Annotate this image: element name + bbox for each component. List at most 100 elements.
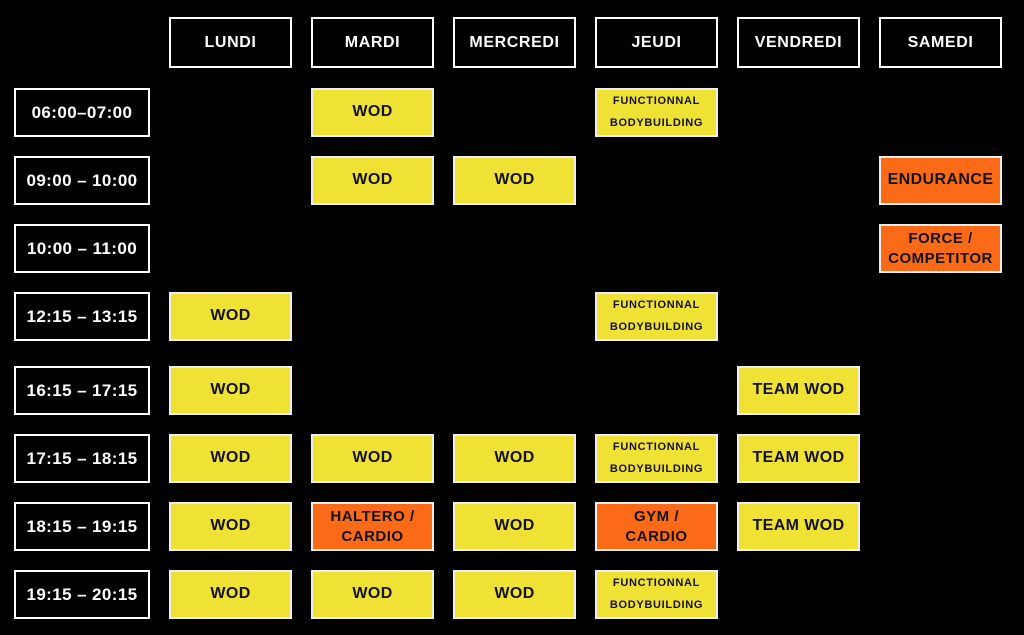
day-cell: FORCE /COMPETITOR (879, 224, 1002, 273)
class-cell-line: WOD (494, 449, 535, 467)
class-cell-line: WOD (210, 585, 251, 603)
day-cell: FUNCTIONNAL BODYBUILDING (595, 570, 718, 619)
class-cell-line: CARDIO (341, 527, 404, 545)
day-header-lundi: LUNDI (169, 17, 292, 68)
time-slot-label: 12:15 – 13:15 (14, 292, 150, 341)
class-cell-haltero-cardio: HALTERO /CARDIO (311, 502, 434, 551)
day-cell: WOD (311, 570, 434, 619)
schedule-row: 17:15 – 18:15 WOD WOD WOD FUNCTIONNAL BODYBUI… (14, 434, 1024, 483)
day-cell-empty (595, 224, 718, 273)
class-cell-line: HALTERO / (330, 508, 415, 526)
class-cell-line: FUNCTIONNAL (612, 299, 701, 312)
class-cell-functionnal-bodybuilding: FUNCTIONNAL BODYBUILDING (595, 434, 718, 483)
day-cell: GYM /CARDIO (595, 502, 718, 551)
schedule-row: 12:15 – 13:15 WOD FUNCTIONNAL BODYBUILDING (14, 292, 1024, 341)
day-cell-empty (879, 502, 1002, 551)
class-cell-line: WOD (494, 517, 535, 535)
day-header-samedi: SAMEDI (879, 17, 1002, 68)
day-cell-empty (169, 156, 292, 205)
day-cell-empty (879, 434, 1002, 483)
class-cell-team-wod: TEAM WOD (737, 366, 860, 415)
class-cell-line: BODYBUILDING (609, 117, 704, 129)
class-cell-line: TEAM WOD (752, 517, 845, 535)
day-cell-empty (453, 88, 576, 137)
day-cell-empty (453, 224, 576, 273)
class-cell-line: BODYBUILDING (609, 599, 704, 611)
day-header-mercredi: MERCREDI (453, 17, 576, 68)
class-cell-line: BODYBUILDING (609, 463, 704, 475)
class-cell-line: COMPETITOR (888, 249, 993, 267)
day-header-row: LUNDI MARDI MERCREDI JEUDI VENDREDI SAMEDI (14, 17, 1024, 68)
day-cell-empty (311, 366, 434, 415)
class-cell-line: TEAM WOD (752, 449, 845, 467)
day-cell-empty (311, 292, 434, 341)
time-slot-label: 16:15 – 17:15 (14, 366, 150, 415)
day-header-jeudi: JEUDI (595, 17, 718, 68)
day-cell-empty (737, 292, 860, 341)
class-cell-wod: WOD (311, 434, 434, 483)
day-cell-empty (737, 156, 860, 205)
class-cell-functionnal-bodybuilding: FUNCTIONNAL BODYBUILDING (595, 570, 718, 619)
class-cell-wod: WOD (311, 570, 434, 619)
class-cell-team-wod: TEAM WOD (737, 434, 860, 483)
class-cell-line: BODYBUILDING (609, 321, 704, 333)
class-cell-force-competitor: FORCE /COMPETITOR (879, 224, 1002, 273)
day-cell-empty (879, 570, 1002, 619)
day-cell-empty (453, 292, 576, 341)
class-cell-line: FUNCTIONNAL (612, 441, 701, 454)
day-cell-empty (595, 156, 718, 205)
time-slot-label: 19:15 – 20:15 (14, 570, 150, 619)
class-cell-line: FUNCTIONNAL (612, 577, 701, 590)
class-cell-wod: WOD (169, 502, 292, 551)
class-cell-wod: WOD (311, 88, 434, 137)
day-cell: WOD (311, 88, 434, 137)
class-cell-gym-cardio: GYM /CARDIO (595, 502, 718, 551)
day-cell: FUNCTIONNAL BODYBUILDING (595, 434, 718, 483)
class-cell-line: WOD (210, 381, 251, 399)
day-header-vendredi: VENDREDI (737, 17, 860, 68)
day-cell-empty (453, 366, 576, 415)
day-cell-empty (879, 88, 1002, 137)
day-cell: WOD (169, 570, 292, 619)
class-cell-line: WOD (210, 307, 251, 325)
class-cell-wod: WOD (311, 156, 434, 205)
day-header-mardi: MARDI (311, 17, 434, 68)
day-cell-empty (311, 224, 434, 273)
day-cell: TEAM WOD (737, 434, 860, 483)
day-cell-empty (737, 570, 860, 619)
time-slot-label: 06:00–07:00 (14, 88, 150, 137)
class-cell-team-wod: TEAM WOD (737, 502, 860, 551)
day-cell-empty (169, 224, 292, 273)
day-cell: WOD (169, 366, 292, 415)
class-cell-line: WOD (210, 449, 251, 467)
class-cell-line: WOD (494, 171, 535, 189)
day-cell: WOD (453, 156, 576, 205)
class-cell-wod: WOD (453, 502, 576, 551)
day-cell: WOD (311, 156, 434, 205)
class-cell-line: WOD (352, 103, 393, 121)
class-cell-line: CARDIO (625, 527, 688, 545)
class-cell-line: WOD (210, 517, 251, 535)
day-cell-empty (737, 224, 860, 273)
day-cell-empty (879, 292, 1002, 341)
class-cell-wod: WOD (453, 156, 576, 205)
time-slot-label: 10:00 – 11:00 (14, 224, 150, 273)
time-slot-label: 17:15 – 18:15 (14, 434, 150, 483)
class-cell-wod: WOD (169, 292, 292, 341)
day-cell: WOD (169, 292, 292, 341)
class-cell-wod: WOD (169, 434, 292, 483)
day-cell-empty (879, 366, 1002, 415)
day-cell: WOD (169, 502, 292, 551)
class-cell-line: GYM / (633, 508, 679, 526)
day-cell-empty (737, 88, 860, 137)
schedule-row: 16:15 – 17:15 WOD TEAM WOD (14, 366, 1024, 415)
day-cell: ENDURANCE (879, 156, 1002, 205)
class-cell-endurance: ENDURANCE (879, 156, 1002, 205)
class-cell-wod: WOD (453, 434, 576, 483)
class-cell-line: TEAM WOD (752, 381, 845, 399)
